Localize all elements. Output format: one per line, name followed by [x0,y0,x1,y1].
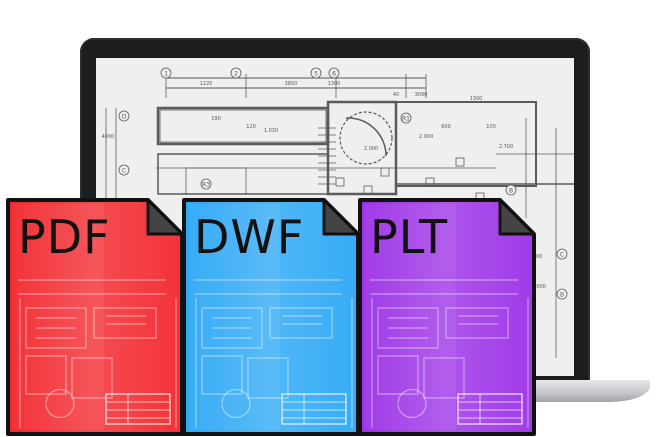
page-plan-line [458,315,498,325]
page-plan-line [247,357,289,399]
title-block [105,393,171,425]
page-plan-line [269,307,333,339]
plt-page-shape [358,198,536,436]
pdf-file-icon: PDF [6,198,184,436]
grid-bubble [310,67,322,79]
plan-wall [156,106,330,146]
dimension-label: 600 [441,124,451,130]
pdf-page-shape [6,198,184,436]
dimension-label: 10000 [530,284,546,290]
grid-bubble [328,67,340,79]
page-plan-line [221,388,251,419]
grid-bubble-label: 1 [164,71,168,78]
page-plan-line [45,388,75,419]
plan-wall [157,153,329,195]
page-fold-corner [146,198,184,236]
grid-bubble [400,112,412,124]
page-fold-corner [322,198,360,236]
page-plan-line [282,315,322,325]
dimension-label: 40 [393,92,399,98]
plt-file-icon: PLT [358,198,536,436]
page-plan-line [371,298,529,428]
dimension-label: 100 [486,124,496,130]
grid-bubble [556,288,568,300]
page-plan-line [423,357,465,399]
page-plan-line [25,355,67,395]
page-plan-line [106,315,146,325]
plan-fixture [425,177,435,187]
plan-fixture [380,167,390,177]
grid-bubble [230,67,242,79]
plan-arc [345,117,387,157]
page-plan-line [18,279,166,295]
dimension-label: 1.030 [264,128,278,134]
grid-bubble-label: B [560,292,564,299]
title-block [457,393,523,425]
grid-bubble [118,164,130,176]
page-plan-line [93,307,157,339]
dimension-label: 2.000 [419,134,433,140]
plan-fixture [455,157,465,167]
page-highlight [12,204,104,430]
grid-bubble-label: B [509,188,513,195]
page-plan-line [36,317,76,339]
page-highlight [188,204,280,430]
dimension-label: 1300 [328,81,341,87]
grid-bubble-label: C [122,168,126,175]
dimension-label: 4000 [102,134,115,140]
dwf-page-shape [182,198,360,436]
plan-wall [185,167,247,195]
title-block [281,393,347,425]
page-plan-line [397,388,427,419]
grid-bubble [160,67,172,79]
grid-bubble [556,248,568,260]
dimension-label: 3800 [285,81,298,87]
page-plan-line [388,317,428,339]
page-plan-line [194,279,342,295]
grid-bubble [118,110,130,122]
grid-bubble [505,184,517,196]
page-plan-line [201,307,263,349]
dimension-label: 2.000 [364,146,378,152]
plan-round-room [339,111,393,165]
dimension-label: 120 [246,124,256,130]
page-highlight [364,204,456,430]
grid-bubble-label: D [122,114,127,121]
dwf-file-icon: DWF [182,198,360,436]
grid-bubble-label: R1 [402,116,410,123]
dwf-label: DWF [194,210,305,264]
page-plan-line [71,357,113,399]
page-plan-line [370,279,518,295]
pdf-label: PDF [18,210,111,264]
grid-bubble-label: 6 [332,71,336,78]
page-plan-line [377,355,419,395]
plan-fixture [335,177,345,187]
page-plan-line [201,355,243,395]
dimension-label: 4000 [530,254,543,260]
page-plan-line [195,298,353,428]
dimension-label: 1220 [200,81,213,87]
plt-label: PLT [370,210,449,264]
plan-fixture [363,185,373,195]
grid-bubble-label: R3 [202,182,210,189]
plan-wall [395,101,537,187]
grid-bubble [200,178,212,190]
dimension-label: 3090 [415,92,428,98]
dimension-label: 190 [211,116,221,122]
page-body [358,198,536,436]
page-plan-line [19,298,177,428]
grid-bubble-label: C [560,252,564,259]
page-plan-line [25,307,87,349]
plan-wall [159,109,327,143]
dimension-label: 2.700 [499,144,513,150]
page-plan-line [377,307,439,349]
page-plan-line [445,307,509,339]
grid-bubble-label: 5 [314,71,318,78]
grid-bubble-label: 2 [234,71,238,78]
page-fold-corner [498,198,536,236]
page-plan-line [212,317,252,339]
dimension-label: 1300 [470,96,483,102]
